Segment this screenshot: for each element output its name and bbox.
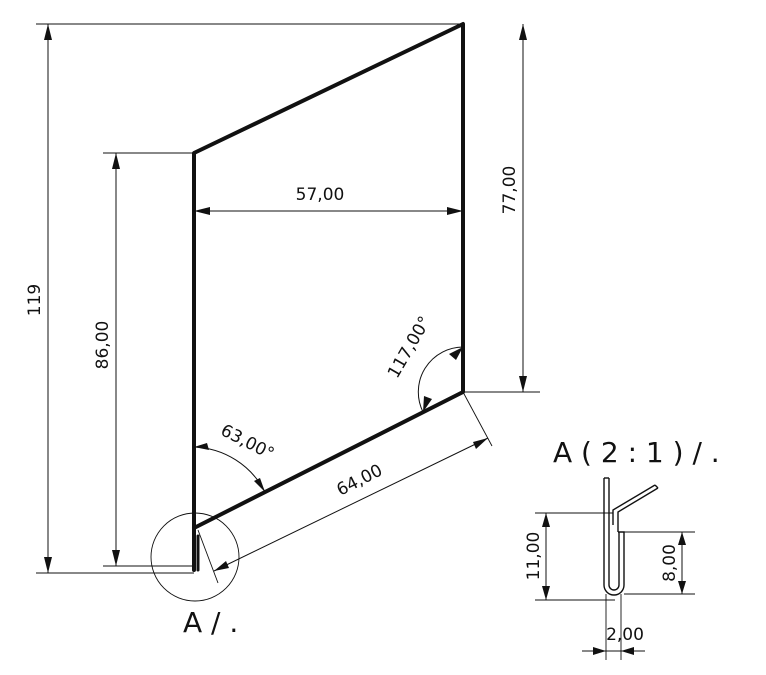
dim-left-height-label: 86,00: [93, 321, 113, 370]
part-outline: [192, 22, 465, 572]
dim-angle-acute: 63,00°: [193, 421, 277, 493]
detail-thickness-label: 2,00: [606, 625, 644, 645]
dim-angle-acute-label: 63,00°: [217, 421, 277, 465]
dim-right-height: 77,00: [463, 24, 540, 393]
detail-callout-label: A / .: [183, 606, 238, 639]
dim-angle-obtuse-label: 117,00°: [384, 313, 435, 382]
dim-width: 57,00: [194, 185, 463, 215]
dim-bottom-length: 64,00: [197, 391, 493, 584]
detail-profile: [603, 477, 659, 596]
dim-bottom-length-label: 64,00: [334, 461, 386, 501]
detail-view-title: A ( 2 : 1 ) / .: [553, 436, 720, 469]
main-part: [192, 22, 465, 572]
detail-view: A ( 2 : 1 ) / . 11,00 8,00 2,00: [524, 436, 720, 660]
detail-callout: A / .: [150, 512, 240, 639]
detail-outer-height-label: 11,00: [524, 532, 544, 581]
dim-right-height-label: 77,00: [500, 166, 520, 215]
dim-width-label: 57,00: [296, 185, 345, 205]
detail-inner-height-label: 8,00: [660, 544, 680, 582]
dim-total-height: 119: [25, 23, 463, 574]
dim-left-height: 86,00: [93, 152, 194, 567]
dim-total-height-label: 119: [25, 284, 45, 316]
